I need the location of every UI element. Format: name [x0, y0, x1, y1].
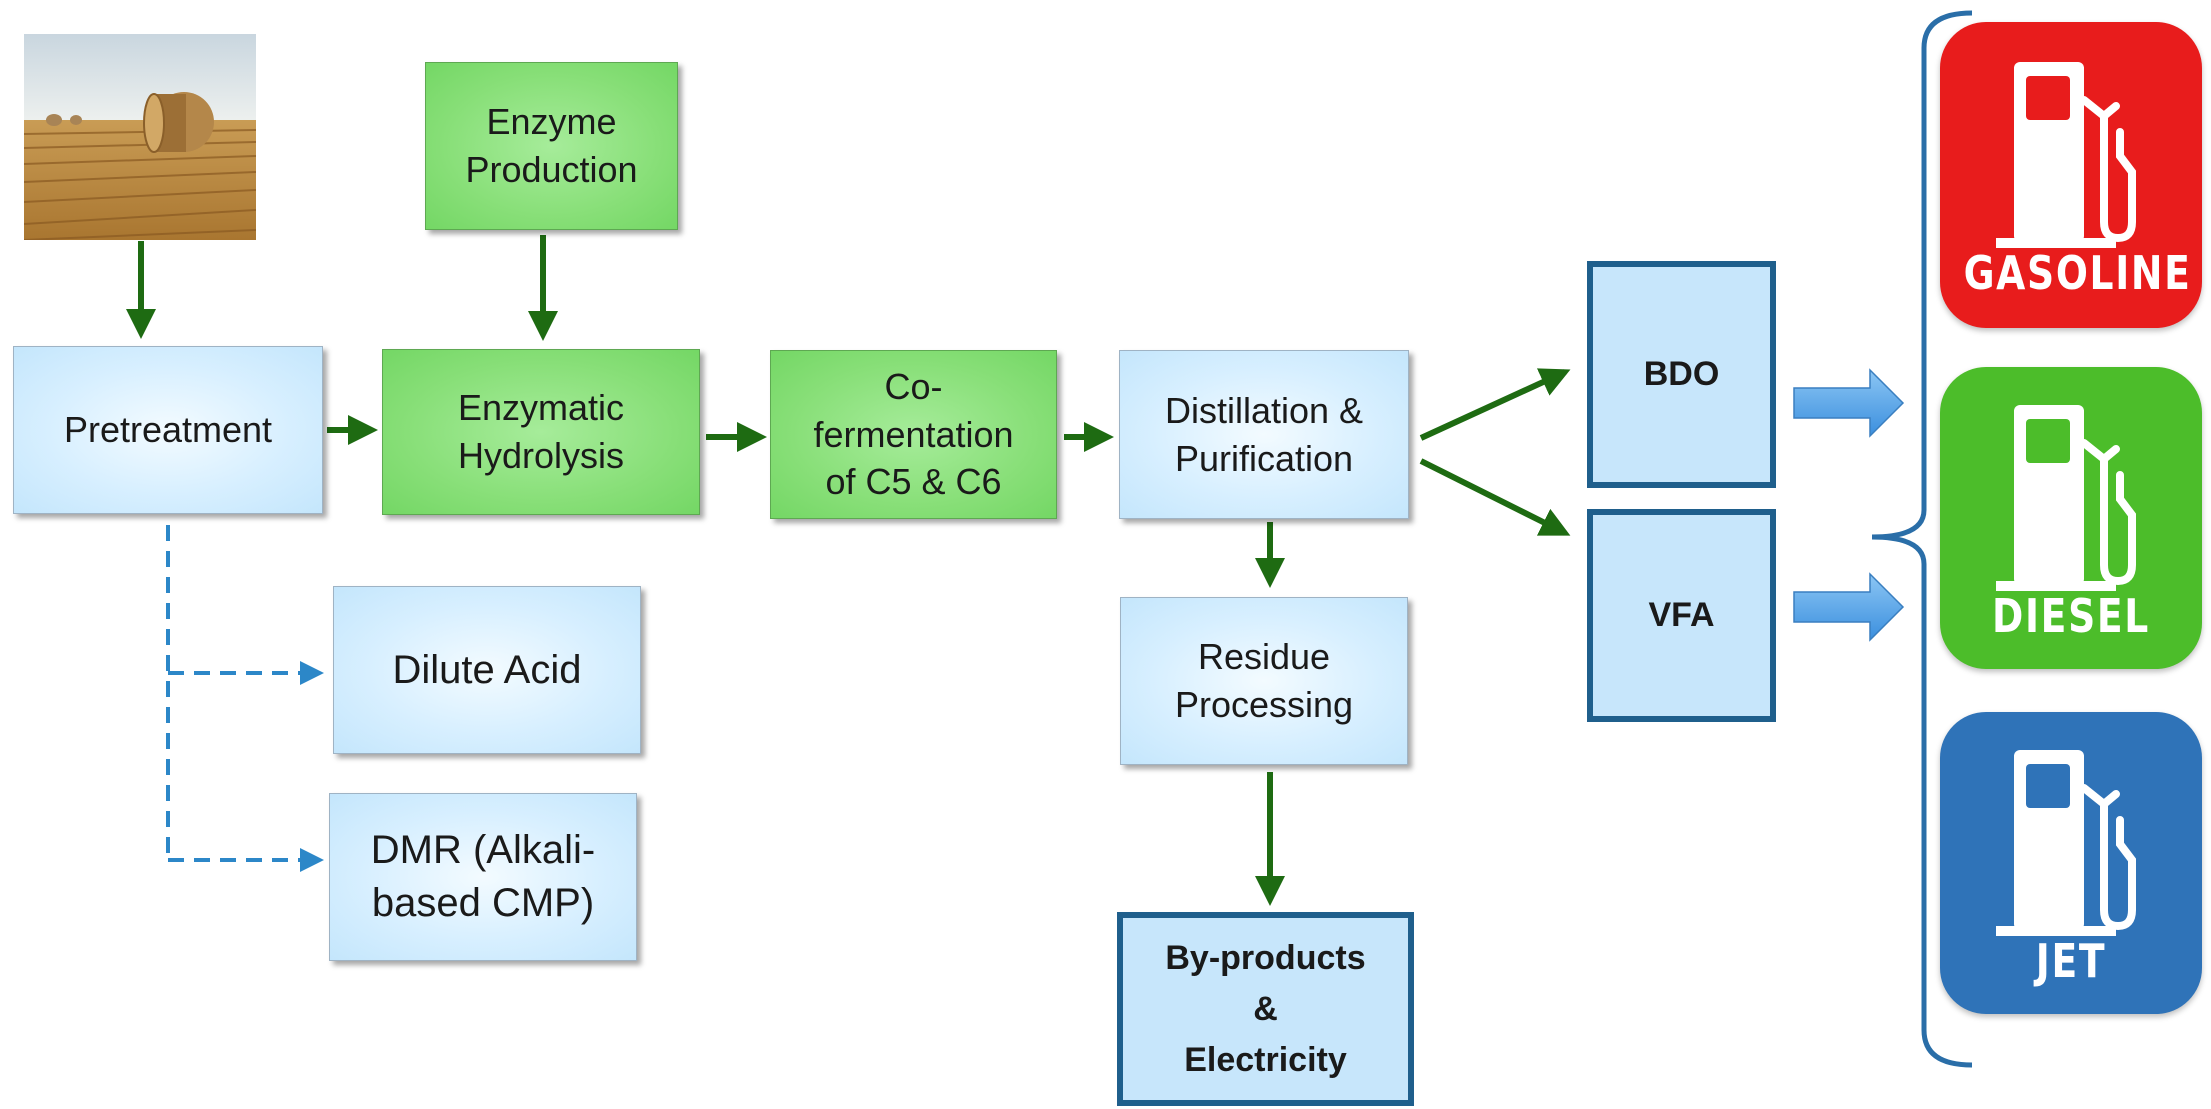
enzymatic-hydrolysis-box: Enzymatic Hydrolysis [382, 349, 700, 515]
distillation-label: Distillation & Purification [1164, 389, 1364, 479]
pretreatment-box: Pretreatment [13, 346, 323, 514]
diesel-label: DIESEL [1992, 589, 2150, 643]
residue-processing-label: Residue Processing [1174, 636, 1354, 725]
pretreatment-label: Pretreatment [63, 409, 273, 451]
wheat-field-photo [24, 34, 256, 240]
enzyme-production-box: Enzyme Production [425, 62, 678, 230]
block-arrow-vfa-to-fuels [1793, 572, 1905, 642]
enzymatic-hydrolysis-label: Enzymatic Hydrolysis [457, 387, 625, 476]
bdo-box: BDO [1587, 261, 1776, 488]
fuel-pump-icon [1996, 405, 2136, 591]
dilute-acid-box: Dilute Acid [333, 586, 641, 754]
arrow-distillation-to-bdo [1419, 368, 1571, 441]
byproducts-label: By-products & Electricity [1165, 938, 1366, 1079]
cofermentation-box: Co- fermentation of C5 & C6 [770, 350, 1057, 519]
vfa-box: VFA [1587, 509, 1776, 722]
arrow-distillation-to-vfa [1419, 458, 1571, 536]
residue-processing-box: Residue Processing [1120, 597, 1408, 765]
curly-brace [1871, 10, 1973, 1068]
jet-label: JET [2035, 934, 2107, 988]
fuel-card-jet: JET [1940, 712, 2202, 1014]
block-arrow-bdo-to-fuels [1793, 368, 1905, 438]
byproducts-box: By-products & Electricity [1117, 912, 1414, 1106]
distillation-box: Distillation & Purification [1119, 350, 1409, 519]
fuel-card-gasoline: GASOLINE [1940, 22, 2202, 328]
fuel-pump-icon [1996, 62, 2136, 248]
vfa-label: VFA [1648, 596, 1715, 635]
fuel-card-diesel: DIESEL [1940, 367, 2202, 669]
enzyme-production-label: Enzyme Production [465, 101, 638, 190]
dilute-acid-label: Dilute Acid [392, 647, 582, 692]
dmr-box: DMR (Alkali- based CMP) [329, 793, 637, 961]
gasoline-label: GASOLINE [1963, 246, 2192, 300]
fuel-pump-icon [1996, 750, 2136, 936]
dmr-label: DMR (Alkali- based CMP) [370, 828, 596, 925]
bdo-label: BDO [1643, 355, 1720, 394]
cofermentation-label: Co- fermentation of C5 & C6 [813, 366, 1014, 503]
